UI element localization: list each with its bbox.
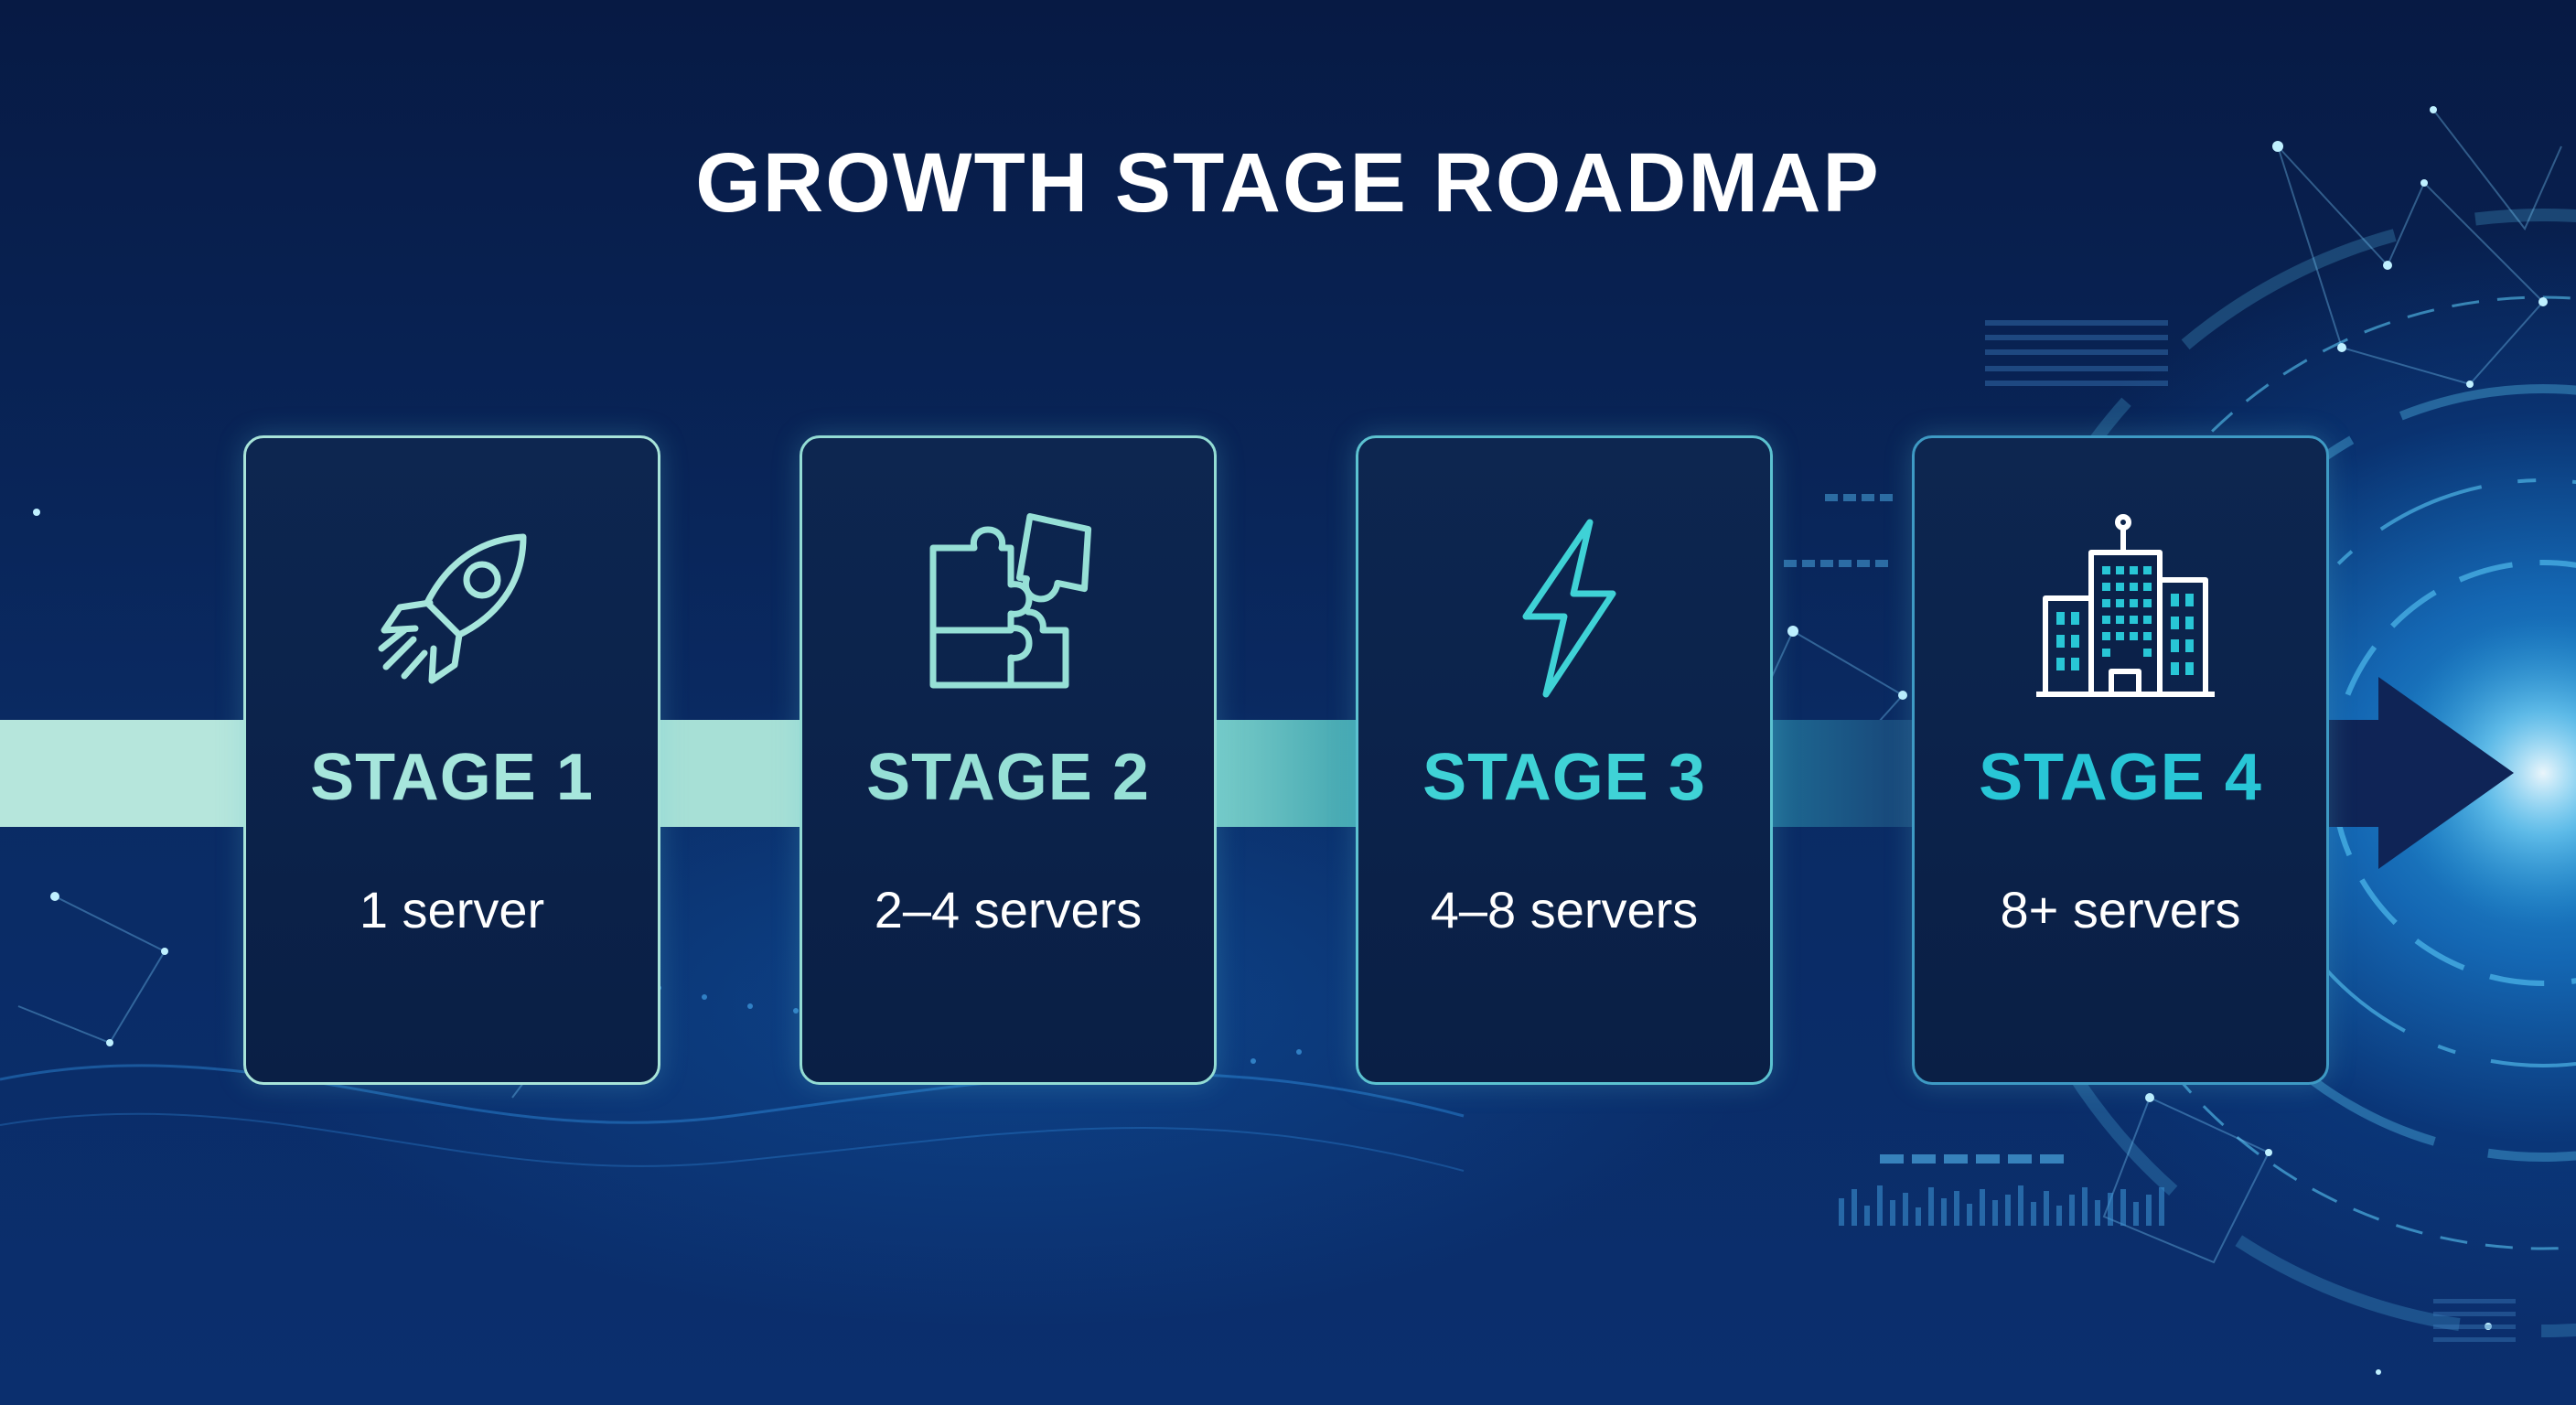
rocket-icon	[378, 533, 527, 684]
building-icon	[2036, 514, 2215, 697]
stage-card-1: STAGE 1 1 server	[243, 435, 660, 1085]
puzzle-icon	[929, 513, 1092, 689]
stage-label: STAGE 1	[310, 741, 594, 814]
arrow-head-icon	[2378, 677, 2514, 869]
stage-card-2: STAGE 2 2–4 servers	[800, 435, 1217, 1085]
stage-servers: 1 server	[359, 881, 545, 938]
timeline-band-segment	[640, 720, 823, 827]
page-title: GROWTH STAGE ROADMAP	[695, 136, 1881, 230]
timeline-band-segment	[1756, 720, 1939, 827]
timeline-band-segment	[1198, 720, 1381, 827]
stage-card-4: STAGE 4 8+ servers	[1912, 435, 2329, 1085]
stage-servers: 8+ servers	[2000, 881, 2241, 938]
timeline-band-segment	[0, 720, 274, 827]
lightning-icon	[1522, 519, 1616, 698]
stage-label: STAGE 4	[1979, 741, 2262, 814]
stage-servers: 2–4 servers	[874, 881, 1143, 938]
stage-servers: 4–8 servers	[1430, 881, 1699, 938]
stage-card-3: STAGE 3 4–8 servers	[1356, 435, 1773, 1085]
stage-label: STAGE 2	[866, 741, 1150, 814]
stage-label: STAGE 3	[1422, 741, 1706, 814]
